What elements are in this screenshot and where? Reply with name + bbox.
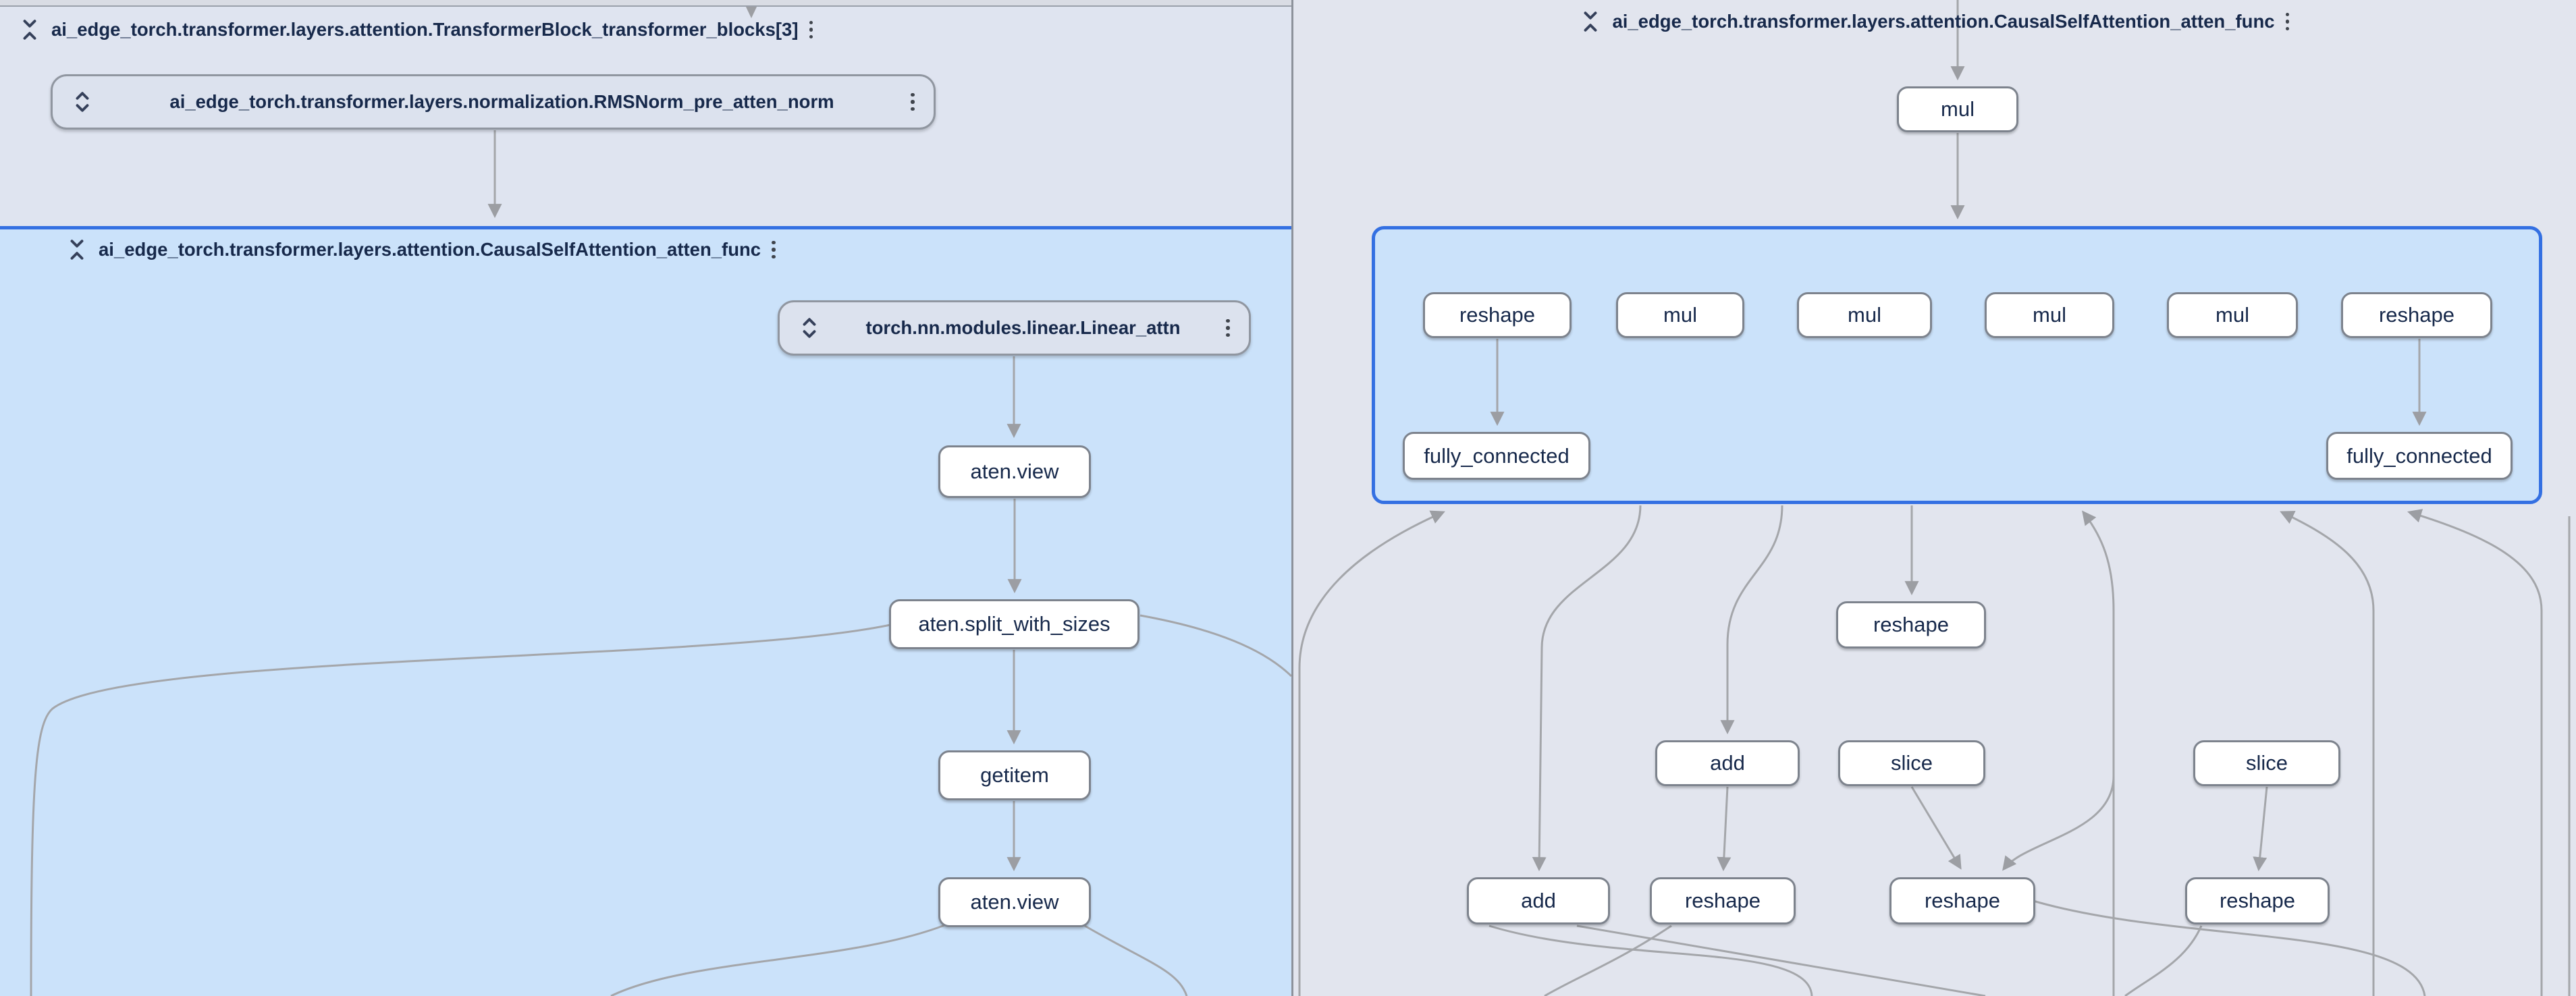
op-node-reshape-r1b[interactable]: reshape (2341, 292, 2492, 338)
group-title: ai_edge_torch.transformer.layers.attenti… (99, 239, 761, 260)
op-label: aten.view (970, 890, 1059, 914)
op-node-mul-r1a[interactable]: mul (1616, 292, 1744, 338)
op-node-mul-r1b[interactable]: mul (1797, 292, 1932, 338)
group-node-label: torch.nn.modules.linear.Linear_attn (865, 317, 1181, 338)
pane-divider[interactable] (1291, 0, 1293, 996)
op-label: mul (1663, 303, 1697, 327)
group-node-label: ai_edge_torch.transformer.layers.normali… (169, 91, 834, 112)
op-node-aten-view-2[interactable]: aten.view (938, 877, 1091, 927)
op-label: mul (2033, 303, 2066, 327)
op-node-reshape-r1a[interactable]: reshape (1423, 292, 1572, 338)
op-label: reshape (1924, 889, 2001, 912)
op-node-mul-r1d[interactable]: mul (2167, 292, 2298, 338)
unfold-less-icon[interactable] (65, 238, 89, 262)
op-label: fully_connected (2346, 443, 2492, 468)
op-node-getitem[interactable]: getitem (938, 750, 1091, 800)
op-node-slice-r2b[interactable]: slice (2193, 740, 2340, 786)
graph-pane-right[interactable]: mul ai_edge_torch.transformer.layers.att… (1293, 0, 2576, 996)
op-node-aten-view-1[interactable]: aten.view (938, 445, 1091, 498)
op-label: slice (1890, 751, 1933, 775)
unfold-more-icon[interactable] (797, 316, 822, 340)
op-node-mul-r1c[interactable]: mul (1985, 292, 2114, 338)
kebab-menu-icon[interactable] (2284, 12, 2291, 31)
op-label: reshape (1684, 889, 1761, 912)
op-node-mul-top[interactable]: mul (1897, 86, 2018, 132)
op-label: mul (2216, 303, 2249, 327)
op-label: reshape (2219, 889, 2296, 912)
group-header-causal-self-attention-left[interactable]: ai_edge_torch.transformer.layers.attenti… (65, 238, 777, 262)
op-label: mul (1941, 97, 1975, 121)
group-title: ai_edge_torch.transformer.layers.attenti… (1612, 11, 2275, 32)
kebab-menu-icon[interactable] (909, 92, 916, 111)
op-label: add (1710, 751, 1745, 775)
op-node-reshape-mid[interactable]: reshape (1836, 601, 1986, 648)
op-label: aten.split_with_sizes (918, 612, 1110, 636)
kebab-menu-icon[interactable] (808, 20, 815, 39)
group-node-rmsnorm[interactable]: ai_edge_torch.transformer.layers.normali… (51, 74, 936, 130)
op-label: mul (1848, 303, 1881, 327)
group-node-linear-attn[interactable]: torch.nn.modules.linear.Linear_attn (778, 300, 1251, 356)
op-label: reshape (1459, 303, 1536, 327)
op-label: add (1521, 889, 1556, 912)
op-node-add-r2[interactable]: add (1655, 740, 1800, 786)
op-label: getitem (980, 763, 1049, 787)
unfold-less-icon[interactable] (1578, 9, 1603, 34)
group-header-causal-self-attention-right[interactable]: ai_edge_torch.transformer.layers.attenti… (1293, 9, 2576, 34)
op-node-slice-r2a[interactable]: slice (1838, 740, 1985, 786)
op-node-fully-connected-left[interactable]: fully_connected (1403, 432, 1590, 480)
group-header-transformer-block[interactable]: ai_edge_torch.transformer.layers.attenti… (18, 18, 815, 42)
op-node-reshape-r3c[interactable]: reshape (2185, 877, 2330, 924)
op-label: reshape (2378, 303, 2455, 327)
op-label: slice (2245, 751, 2288, 775)
unfold-more-icon[interactable] (70, 90, 95, 114)
incoming-edge-arrow (745, 5, 757, 18)
parent-region-edge (0, 0, 1291, 7)
op-label: fully_connected (1424, 443, 1569, 468)
kebab-menu-icon[interactable] (1225, 319, 1231, 337)
unfold-less-icon[interactable] (18, 18, 42, 42)
kebab-menu-icon[interactable] (770, 240, 777, 259)
op-label: aten.view (970, 460, 1059, 483)
op-node-reshape-r3b[interactable]: reshape (1889, 877, 2035, 924)
group-title: ai_edge_torch.transformer.layers.attenti… (51, 19, 799, 40)
op-node-reshape-r3a[interactable]: reshape (1650, 877, 1796, 924)
op-node-fully-connected-right[interactable]: fully_connected (2326, 432, 2513, 480)
op-node-aten-split-with-sizes[interactable]: aten.split_with_sizes (889, 599, 1139, 649)
graph-pane-left[interactable]: ai_edge_torch.transformer.layers.attenti… (0, 0, 1291, 996)
op-node-add-r3[interactable]: add (1467, 877, 1610, 924)
op-label: reshape (1873, 613, 1950, 636)
